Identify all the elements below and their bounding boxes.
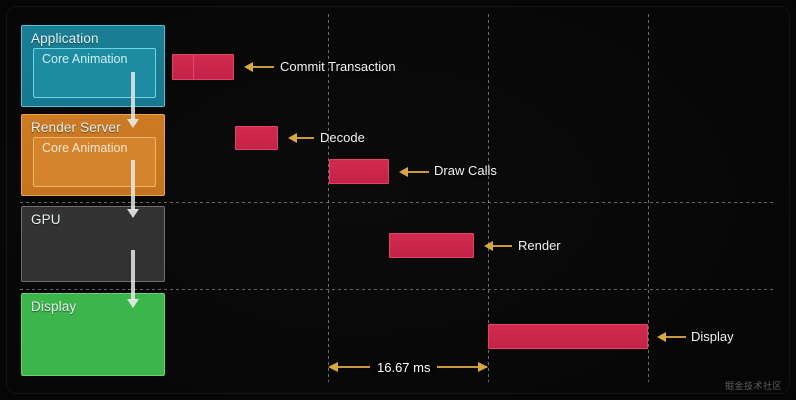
render-server-core-animation-box: Core Animation (33, 137, 156, 187)
flow-arrow-application-to-render-shaft (131, 72, 135, 120)
render-server-core-animation-label: Core Animation (42, 141, 128, 155)
bar-decode[interactable] (235, 126, 278, 150)
flow-arrow-render-to-gpu-head (127, 209, 139, 218)
layer-application-title: Application (31, 31, 99, 46)
callout-arrow-commit-transaction (244, 62, 253, 72)
callout-arrow-decode (288, 133, 297, 143)
gridline-horizontal-gpu-top (20, 202, 776, 203)
callout-label-commit-transaction: Commit Transaction (280, 59, 396, 74)
callout-arrow-display (657, 332, 666, 342)
application-core-animation-label: Core Animation (42, 52, 128, 66)
layer-render-server: Render Server Core Animation (21, 114, 165, 196)
application-core-animation-box: Core Animation (33, 48, 156, 98)
bar-render[interactable] (389, 233, 474, 258)
callout-line-draw-calls (408, 171, 429, 173)
bar-display[interactable] (488, 324, 648, 349)
measure-label-frame-duration: 16.67 ms (370, 360, 438, 375)
bar-commit-transaction-divider (193, 55, 194, 79)
watermark: 掘金技术社区 (724, 381, 782, 391)
flow-arrow-gpu-to-display-head (127, 299, 139, 308)
layer-gpu-title: GPU (31, 212, 61, 227)
measure-arrow-left (328, 362, 338, 372)
layer-gpu: GPU (21, 206, 165, 282)
callout-label-render: Render (518, 238, 561, 253)
callout-label-display: Display (691, 329, 734, 344)
layer-display-title: Display (31, 299, 77, 314)
layer-application: Application Core Animation (21, 25, 165, 107)
layer-display: Display (21, 293, 165, 376)
callout-arrow-draw-calls (399, 167, 408, 177)
bar-commit-transaction[interactable] (172, 54, 234, 80)
callout-arrow-render (484, 241, 493, 251)
measure-arrow-right (478, 362, 488, 372)
callout-line-render (493, 245, 512, 247)
bar-draw-calls[interactable] (329, 159, 389, 184)
flow-arrow-render-to-gpu-shaft (131, 160, 135, 210)
flow-arrow-gpu-to-display-shaft (131, 250, 135, 300)
flow-arrow-application-to-render-head (127, 119, 139, 128)
callout-line-display (666, 336, 686, 338)
gridline-vertical-frame-start (328, 14, 329, 382)
callout-label-decode: Decode (320, 130, 365, 145)
callout-line-commit-transaction (253, 66, 274, 68)
layer-render-server-title: Render Server (31, 120, 121, 135)
callout-label-draw-calls: Draw Calls (434, 163, 497, 178)
gridline-vertical-frame-mid (488, 14, 489, 382)
callout-line-decode (297, 137, 314, 139)
gridline-horizontal-display-top (20, 289, 776, 290)
gridline-vertical-frame-end (648, 14, 649, 382)
